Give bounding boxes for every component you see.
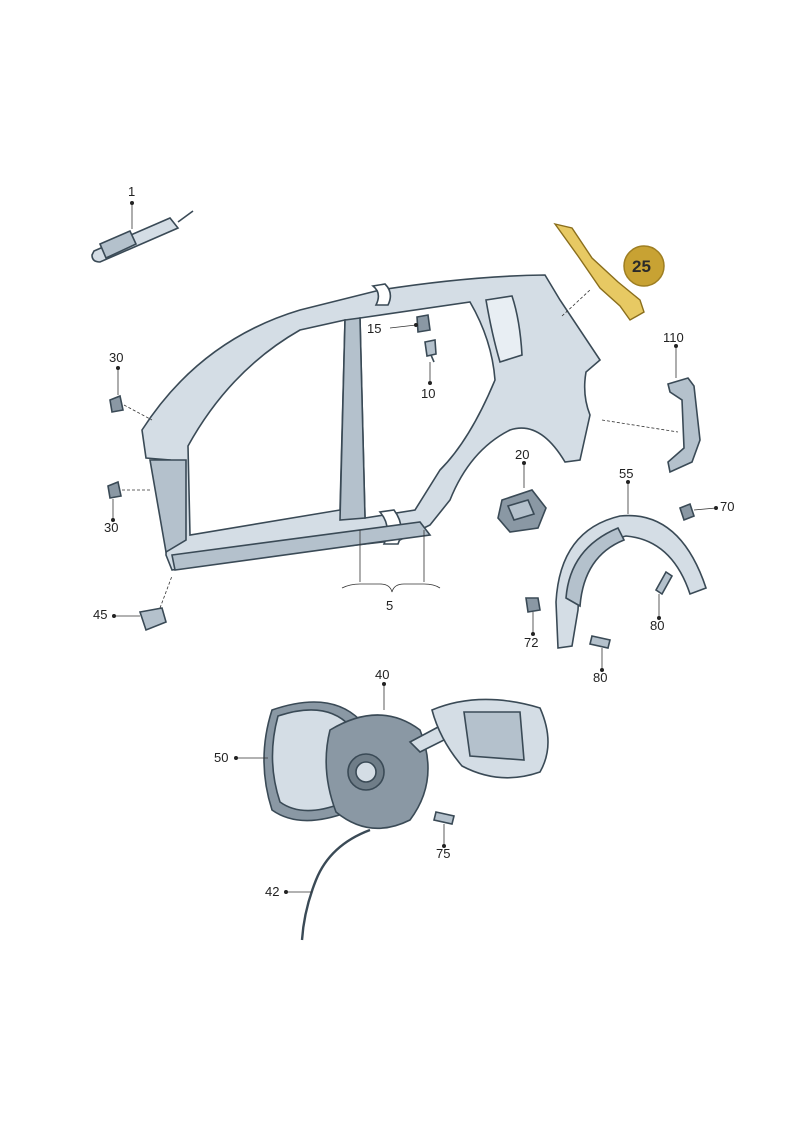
part-10-screw[interactable] xyxy=(424,339,437,363)
callout-25-badge[interactable] xyxy=(623,245,665,287)
part-25-reinforcement[interactable] xyxy=(553,222,645,321)
callout-20: 20 xyxy=(515,447,529,462)
part-40-fuel-filler-housing[interactable] xyxy=(325,698,549,830)
part-30-clip-upper[interactable] xyxy=(109,394,124,413)
part-45-bracket[interactable] xyxy=(138,607,167,632)
part-80-screw-upper[interactable] xyxy=(654,570,674,596)
callout-5: 5 xyxy=(386,598,393,613)
callout-72: 72 xyxy=(524,635,538,650)
callout-30b: 30 xyxy=(104,520,118,535)
callout-30a: 30 xyxy=(109,350,123,365)
part-110-bracket[interactable] xyxy=(667,377,701,474)
callout-70: 70 xyxy=(720,499,734,514)
callout-25: 25 xyxy=(632,257,651,276)
callout-42: 42 xyxy=(265,884,279,899)
callout-55: 55 xyxy=(619,466,633,481)
callout-50: 50 xyxy=(214,750,228,765)
callout-110: 110 xyxy=(663,330,684,345)
part-15-clip[interactable] xyxy=(416,314,431,333)
callout-80a: 80 xyxy=(650,618,664,633)
part-42-release-cable[interactable] xyxy=(300,828,371,941)
callout-40: 40 xyxy=(375,667,389,682)
part-1-paint-pen[interactable] xyxy=(91,210,194,263)
part-55-wheel-housing-liner[interactable] xyxy=(555,514,708,649)
part-72-clip[interactable] xyxy=(525,597,541,613)
callout-10: 10 xyxy=(421,386,435,401)
callout-75: 75 xyxy=(436,846,450,861)
part-80-screw-lower[interactable] xyxy=(589,635,611,649)
part-30-clip-lower[interactable] xyxy=(107,480,122,499)
part-5-body-side-panel[interactable] xyxy=(141,274,602,571)
callout-1: 1 xyxy=(128,184,135,199)
part-75-screw[interactable] xyxy=(433,811,455,825)
callout-15: 15 xyxy=(367,321,381,336)
part-20-fuel-housing[interactable] xyxy=(497,489,547,533)
callout-45: 45 xyxy=(93,607,107,622)
callout-80b: 80 xyxy=(593,670,607,685)
part-70-clip[interactable] xyxy=(679,502,695,522)
